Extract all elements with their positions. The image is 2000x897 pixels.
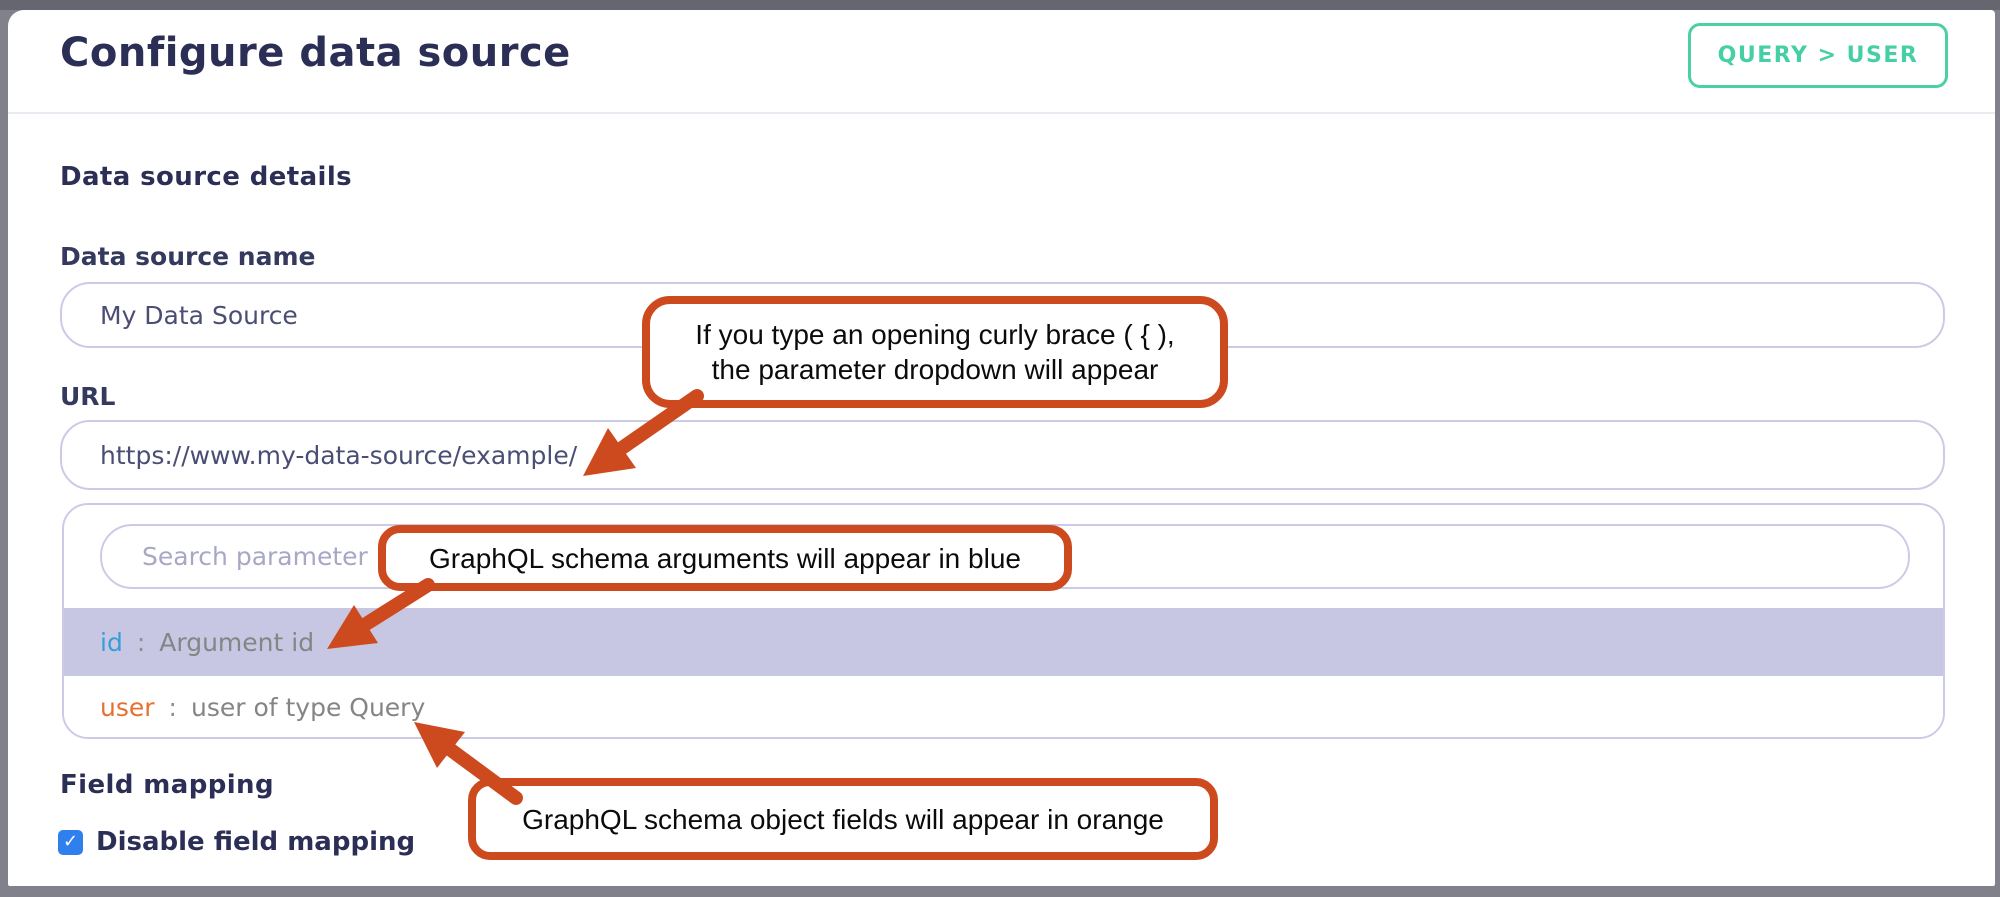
annotation-callout-arguments-blue-text: GraphQL schema arguments will appear in … [429,542,1021,574]
dropdown-item-user-key: user [100,693,155,722]
annotation-callout-fields-orange-text: GraphQL schema object fields will appear… [522,803,1164,835]
annotation-callout-curly-brace-line1: If you type an opening curly brace ( { )… [695,319,1175,350]
query-user-badge[interactable]: QUERY > USER [1688,23,1948,88]
annotation-callout-fields-orange: GraphQL schema object fields will appear… [468,778,1218,860]
annotation-callout-curly-brace-line2: the parameter dropdown will appear [711,354,1159,385]
dropdown-item-id-key: id [100,627,123,657]
disable-field-mapping-checkbox[interactable]: ✓ [58,829,83,855]
header-divider [8,112,1995,114]
disable-field-mapping-checkbox-row[interactable]: ✓ Disable field mapping [58,827,415,857]
dropdown-item-user-separator: : [168,693,177,722]
url-input[interactable] [60,420,1945,490]
annotation-callout-curly-brace: If you type an opening curly brace ( { )… [642,296,1228,408]
page-title: Configure data source [60,30,571,76]
parameter-dropdown-panel: id : Argument id user : user of type Que… [62,503,1945,739]
window-frame-top [0,0,2000,10]
dropdown-item-id-separator: : [136,627,146,657]
annotation-callout-arguments-blue: GraphQL schema arguments will appear in … [378,525,1072,591]
section-title-data-source-details: Data source details [60,162,353,192]
disable-field-mapping-label: Disable field mapping [96,827,416,857]
section-title-field-mapping: Field mapping [60,770,274,800]
dropdown-item-user-description: user of type Query [190,693,426,722]
data-source-name-label: Data source name [60,242,316,271]
url-label: URL [60,382,116,411]
dropdown-item-user[interactable]: user : user of type Query [64,676,1943,737]
dropdown-item-id-description: Argument id [159,627,315,657]
checkmark-icon: ✓ [62,831,79,852]
dropdown-item-id[interactable]: id : Argument id [64,608,1943,676]
